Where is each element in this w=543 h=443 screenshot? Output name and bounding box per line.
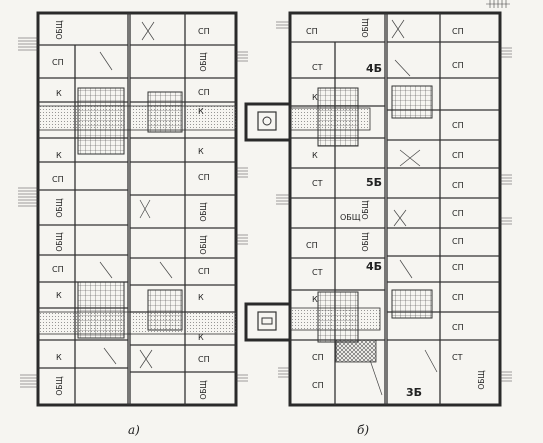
plan-b-caption: б) bbox=[357, 423, 369, 437]
plan-a-doors bbox=[99, 21, 173, 369]
room-label: СП bbox=[312, 381, 324, 390]
plan-a-windows bbox=[18, 37, 248, 388]
room-label: ОБЩ bbox=[477, 370, 486, 389]
room-label: К bbox=[198, 107, 204, 116]
plan-b: СП СТ К К СТ ОБЩ СП СТ К СП СП ОБЩ ОБЩ О… bbox=[244, 0, 512, 437]
room-label: К bbox=[312, 295, 318, 304]
room-label: ОБЩ bbox=[199, 52, 208, 71]
room-label: СТ bbox=[312, 268, 323, 277]
section-label: 4Б bbox=[366, 62, 382, 75]
room-label: ОБЩ bbox=[361, 18, 370, 37]
room-label: СП bbox=[452, 237, 464, 246]
plan-b-right-room-labels: СП СП СП СП СП СП СП СП СП СП СТ ОБЩ bbox=[452, 27, 486, 390]
room-label: СП bbox=[312, 353, 324, 362]
room-label: К bbox=[198, 293, 204, 302]
room-label: СТ bbox=[312, 179, 323, 188]
room-label: К bbox=[198, 147, 204, 156]
plan-a-right-walls bbox=[130, 13, 236, 405]
elevator-icon bbox=[257, 111, 277, 131]
room-label: ОБЩ bbox=[361, 200, 370, 219]
room-label: СП bbox=[452, 181, 464, 190]
elevator-icon bbox=[257, 311, 277, 331]
room-label: К bbox=[312, 151, 318, 160]
plan-a-right-room-labels: СП ОБЩ СП К К СП ОБЩ ОБЩ СП К К СП ОБЩ bbox=[198, 27, 210, 400]
room-label: ОБЩ bbox=[55, 376, 64, 395]
room-label: СП bbox=[198, 173, 210, 182]
room-label: СП bbox=[452, 61, 464, 70]
plan-a: ОБЩ СП К К СП ОБЩ ОБЩ СП К К ОБЩ СП ОБЩ … bbox=[18, 11, 248, 437]
plan-b-windows bbox=[276, 0, 512, 382]
plan-b-section-labels: 4Б 5Б 4Б 3Б bbox=[366, 62, 422, 399]
room-label: СП bbox=[452, 323, 464, 332]
room-label: СП bbox=[452, 209, 464, 218]
section-label: 5Б bbox=[366, 176, 382, 189]
plan-b-corridor-lower bbox=[289, 307, 381, 331]
room-label: СТ bbox=[452, 353, 463, 362]
plan-b-stair-upper-r bbox=[391, 85, 433, 119]
plan-b-corridor-upper bbox=[289, 107, 371, 131]
plan-a-caption: а) bbox=[128, 423, 140, 437]
room-label: ОБЩ bbox=[55, 20, 64, 39]
plan-b-doors bbox=[369, 19, 438, 396]
room-label: СП bbox=[52, 265, 64, 274]
room-label: ОБЩ bbox=[55, 198, 64, 217]
room-label: К bbox=[312, 93, 318, 102]
room-label: СП bbox=[306, 27, 318, 36]
plan-a-corridor-upper bbox=[37, 105, 237, 131]
room-label: ОБЩ bbox=[199, 202, 208, 221]
room-label: СП bbox=[52, 175, 64, 184]
plan-a-left-room-labels: ОБЩ СП К К СП ОБЩ ОБЩ СП К К ОБЩ bbox=[52, 20, 64, 395]
room-label: К bbox=[56, 151, 62, 160]
room-label: СП bbox=[452, 151, 464, 160]
room-label: ОБЩ bbox=[361, 232, 370, 251]
room-label: СП bbox=[452, 293, 464, 302]
room-label: СП bbox=[198, 27, 210, 36]
section-label: 4Б bbox=[366, 260, 382, 273]
room-label: ОБЩ bbox=[199, 380, 208, 399]
room-label: ОБЩ bbox=[199, 235, 208, 254]
room-label: К bbox=[56, 291, 62, 300]
room-label: К bbox=[56, 89, 62, 98]
room-label: К bbox=[56, 353, 62, 362]
room-label: СП bbox=[452, 263, 464, 272]
room-label: СП bbox=[452, 27, 464, 36]
plan-b-stair-lower-r bbox=[391, 289, 433, 319]
section-label: 3Б bbox=[406, 386, 422, 399]
room-label: СП bbox=[198, 267, 210, 276]
room-label: СП bbox=[452, 121, 464, 130]
plan-b-vertical-labels: ОБЩ ОБЩ ОБЩ bbox=[361, 18, 370, 251]
room-label: СТ bbox=[312, 63, 323, 72]
room-label: СП bbox=[306, 241, 318, 250]
room-label: СП bbox=[52, 58, 64, 67]
room-label: ОБЩ bbox=[340, 213, 361, 222]
room-label: СП bbox=[198, 88, 210, 97]
room-label: СП bbox=[198, 355, 210, 364]
plan-a-corridor-lower bbox=[37, 311, 237, 335]
room-label: ОБЩ bbox=[55, 232, 64, 251]
room-label: К bbox=[198, 333, 204, 342]
plan-b-left-room-labels: СП СТ К К СТ ОБЩ СП СТ К СП СП bbox=[306, 27, 361, 390]
